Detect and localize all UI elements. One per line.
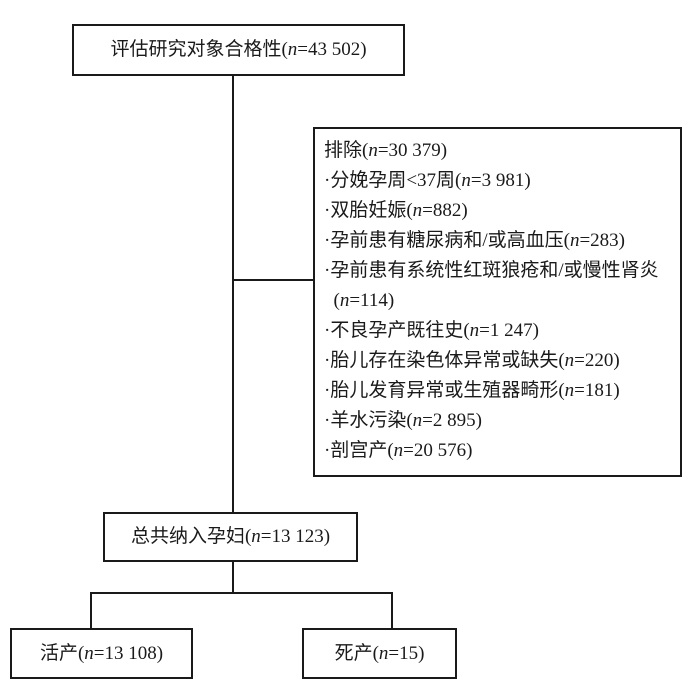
exclusion-box: 排除(n=30 379) ·分娩孕周<37周(n=3 981) ·双胎妊娠(n=… — [313, 127, 682, 477]
exclusion-item-text: ·胎儿发育异常或生殖器畸形( — [324, 380, 565, 401]
live-birth-count: =13 108) — [93, 642, 164, 664]
included-count: =13 123) — [260, 526, 331, 548]
exclusion-item-count: =2 895) — [422, 410, 482, 431]
stillbirth-label: 死产(n=15) — [335, 642, 425, 666]
exclusion-item: ·胎儿存在染色体异常或缺失(n=220) — [324, 346, 674, 376]
exclusion-item-count: =3 981) — [470, 170, 531, 191]
live-birth-box: 活产(n=13 108) — [10, 628, 193, 679]
n-symbol: n — [251, 526, 261, 548]
exclusion-item: ·孕前患有系统性红斑狼疮和/或慢性肾炎 (n=114) — [324, 256, 674, 316]
n-symbol: n — [564, 380, 575, 401]
exclusion-item-text: ·胎儿存在染色体异常或缺失( — [324, 350, 565, 371]
live-birth-text: 活产( — [39, 642, 85, 664]
exclusion-item: ·羊水污染(n=2 895) — [324, 406, 674, 436]
eligibility-box: 评估研究对象合格性(n=43 502) — [72, 24, 405, 76]
exclusion-item-count: =20 576) — [403, 440, 473, 461]
connector-branch-left — [90, 593, 92, 628]
exclusion-item: ·孕前患有糖尿病和/或高血压(n=283) — [324, 226, 674, 256]
exclusion-item-text: ·羊水污染( — [324, 410, 413, 431]
eligibility-count: =43 502) — [297, 39, 367, 61]
exclusion-item-text: ·分娩孕周<37周( — [324, 170, 462, 191]
exclusion-item-count: =1 247) — [479, 320, 539, 341]
exclusion-item: ·分娩孕周<37周(n=3 981) — [324, 166, 674, 196]
exclusion-item-text: ·剖宫产( — [324, 440, 394, 461]
stillbirth-box: 死产(n=15) — [302, 628, 457, 679]
n-symbol: n — [393, 440, 404, 461]
included-label: 总共纳入孕妇(n=13 123) — [131, 525, 330, 549]
n-symbol: n — [412, 410, 423, 431]
exclusion-header: 排除(n=30 379) — [324, 136, 674, 166]
exclusion-item-text: ·不良孕产既往史( — [324, 320, 470, 341]
exclusion-item-count: =882) — [422, 200, 468, 221]
connector-main-vertical — [232, 76, 234, 512]
included-box: 总共纳入孕妇(n=13 123) — [103, 512, 358, 562]
n-symbol: n — [378, 642, 389, 664]
exclusion-item: ·剖宫产(n=20 576) — [324, 436, 674, 466]
connector-branch-horizontal — [90, 592, 393, 594]
exclusion-item: ·胎儿发育异常或生殖器畸形(n=181) — [324, 376, 674, 406]
exclusion-item-count: =181) — [574, 380, 620, 401]
exclusion-header-text: 排除( — [324, 140, 369, 161]
n-symbol: n — [339, 290, 350, 311]
exclusion-item-count: =283) — [579, 230, 625, 251]
connector-exclusion-horizontal — [234, 279, 313, 281]
exclusion-item-text: ·孕前患有糖尿病和/或高血压( — [324, 230, 570, 251]
n-symbol: n — [412, 200, 423, 221]
exclusion-item-count: =220) — [574, 350, 620, 371]
exclusion-item-text: ·孕前患有系统性红斑狼疮和/或慢性肾炎 ( — [324, 260, 659, 311]
n-symbol: n — [564, 350, 575, 371]
live-birth-label: 活产(n=13 108) — [40, 642, 163, 666]
exclusion-header-count: =30 379) — [377, 140, 448, 161]
n-symbol: n — [469, 320, 480, 341]
exclusion-item-count: =114) — [349, 290, 395, 311]
n-symbol: n — [287, 39, 298, 61]
exclusion-item-text: ·双胎妊娠( — [324, 200, 413, 221]
stillbirth-count: =15) — [388, 642, 425, 664]
eligibility-text: 评估研究对象合格性( — [110, 39, 288, 61]
n-symbol: n — [461, 170, 471, 191]
stillbirth-text: 死产( — [334, 642, 379, 664]
connector-included-to-branch — [232, 562, 234, 593]
n-symbol: n — [368, 140, 378, 161]
exclusion-item: ·双胎妊娠(n=882) — [324, 196, 674, 226]
exclusion-item: ·不良孕产既往史(n=1 247) — [324, 316, 674, 346]
included-text: 总共纳入孕妇( — [130, 526, 252, 548]
n-symbol: n — [569, 230, 580, 251]
n-symbol: n — [84, 642, 94, 664]
eligibility-label: 评估研究对象合格性(n=43 502) — [110, 38, 366, 62]
connector-branch-right — [391, 593, 393, 628]
